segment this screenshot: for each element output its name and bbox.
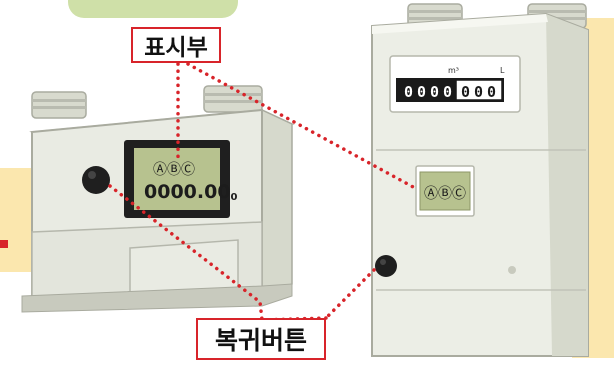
display-label: 표시부 — [131, 27, 221, 63]
counter-decimal-digit: 0 — [474, 83, 483, 101]
digital-reset-button[interactable] — [82, 166, 110, 194]
counter-decimal-digit: 0 — [487, 83, 496, 101]
counter-digit: 0 — [417, 83, 426, 101]
reset-button-label-text: 복귀버튼 — [214, 326, 307, 355]
callout-reset-to-digital — [108, 184, 264, 322]
mechanical-indicators: ⒶⒷⒸ — [424, 186, 466, 202]
small-screw — [508, 266, 516, 274]
mechanical-reset-button[interactable] — [375, 255, 397, 277]
callout-display-to-mechanical — [186, 62, 417, 190]
left-red-marker — [0, 240, 8, 248]
counter-digit: 0 — [404, 83, 413, 101]
callout-lines — [108, 62, 417, 322]
counter-unit-l: L — [500, 66, 505, 75]
digital-indicators: ⒶⒷⒸ — [153, 162, 195, 178]
counter-digit: 0 — [430, 83, 439, 101]
reset-button-label: 복귀버튼 — [196, 318, 326, 360]
digital-lcd — [134, 148, 220, 210]
left-meter-left-pipe — [31, 91, 87, 119]
callout-reset-to-mechanical — [324, 268, 376, 320]
digital-meter: ⒶⒷⒸ 0000.000 — [21, 85, 295, 313]
counter-decimal-window — [455, 79, 503, 101]
display-label-text: 표시부 — [144, 35, 208, 61]
indicator-lcd — [419, 171, 471, 211]
left-meter-right-pipe — [203, 85, 263, 113]
top-header-tag — [68, 0, 238, 18]
counter-digit: 0 — [443, 83, 452, 101]
counter-unit-m3: m³ — [448, 66, 459, 75]
counter-decimal-digit: 0 — [461, 83, 470, 101]
digital-reading: 0000.000 — [144, 181, 238, 203]
